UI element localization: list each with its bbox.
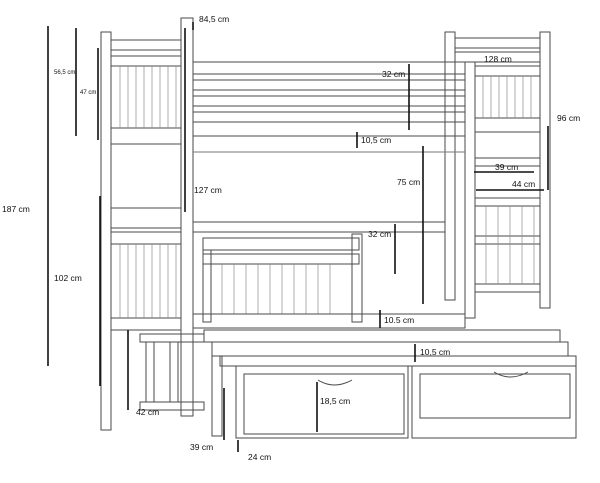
label-depth: 96 cm: [557, 113, 580, 123]
trundle: [203, 329, 577, 439]
lower-guard-rail: [202, 237, 360, 251]
label-post-upper: 127 cm: [194, 185, 222, 195]
left-frame: [100, 17, 205, 431]
label-clearance-mid: 75 cm: [397, 177, 420, 187]
upper-guard-rail-top: [192, 61, 466, 75]
drawer-left-handle: [317, 379, 353, 386]
lower-head-slats: [119, 244, 177, 318]
lower-bunk: [192, 221, 466, 329]
left-back-post: [100, 31, 112, 431]
dimension-lines: [47, 22, 549, 452]
label-trundle-height: 39 cm: [190, 442, 213, 452]
label-rail-lower: 32 cm: [368, 229, 391, 239]
label-headboard-upper: 56,5 cm: [54, 70, 75, 76]
lower-rail-slats: [221, 264, 331, 314]
label-gap-trundle: 10,5 cm: [420, 347, 450, 357]
label-foot-depth: 42 cm: [136, 407, 159, 417]
label-gap-upper: 10,5 cm: [361, 135, 391, 145]
drawer-right: [411, 365, 577, 439]
upper-side-rail: [192, 135, 466, 153]
label-headboard-upper-inner: 47 cm: [80, 90, 96, 96]
label-headboard-lower: 102 cm: [54, 273, 82, 283]
ladder: [474, 157, 541, 293]
label-drawer-gap: 24 cm: [248, 452, 271, 462]
lower-head-top-rail: [110, 207, 182, 229]
label-drawer-height: 18,5 cm: [320, 396, 350, 406]
label-rail-upper: 32 cm: [382, 69, 405, 79]
right-far-post: [539, 31, 551, 309]
trundle-top: [203, 329, 561, 343]
upper-head-slats: [119, 66, 177, 128]
right-back-post: [444, 31, 456, 301]
upper-right-slats: [482, 76, 532, 118]
drawer-right-handle: [493, 371, 529, 378]
label-length: 128 cm: [484, 54, 512, 64]
label-width-top: 84,5 cm: [199, 14, 229, 24]
dimension-labels: 84,5 cm 128 cm 96 cm 187 cm 56,5 cm 47 c…: [2, 14, 580, 462]
label-ladder-width: 44 cm: [512, 179, 535, 189]
upper-head-top-rail: [110, 39, 182, 51]
label-gap-lower: 10.5 cm: [384, 315, 414, 325]
label-height-total: 187 cm: [2, 204, 30, 214]
left-front-post: [180, 17, 194, 417]
label-ladder-step: 39 cm: [495, 162, 518, 172]
drawer-left: [235, 365, 409, 439]
upper-bunk: [192, 61, 466, 153]
lower-side-rail: [192, 313, 466, 329]
right-front-post: [464, 61, 476, 319]
right-frame: [444, 31, 551, 319]
